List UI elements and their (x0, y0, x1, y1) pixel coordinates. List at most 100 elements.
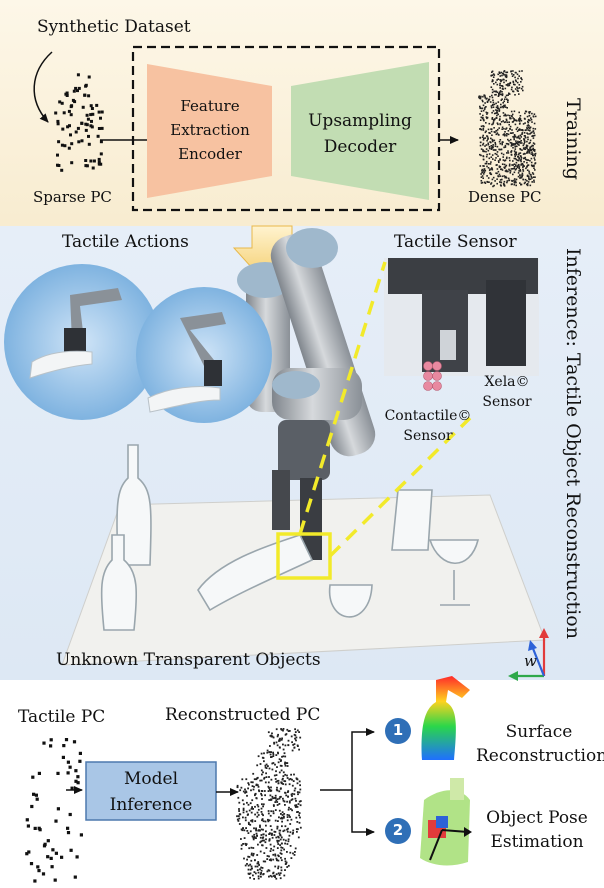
dense-point (485, 130, 487, 132)
reconstructed-point (264, 781, 267, 784)
dense-point (516, 142, 519, 145)
reconstructed-point (249, 830, 252, 833)
dense-point (524, 110, 527, 113)
encoder-label: Feature Extraction Encoder (150, 94, 270, 166)
dense-point (498, 110, 501, 112)
dense-point (516, 86, 518, 88)
reconstructed-point (282, 729, 284, 732)
dense-point (482, 158, 485, 161)
dense-point (517, 163, 520, 166)
dense-point (496, 168, 499, 170)
tactile-point (30, 804, 34, 809)
tactile-point (49, 744, 53, 748)
dense-point (519, 152, 522, 154)
reconstructed-point (279, 877, 282, 880)
dense-point (525, 144, 528, 147)
reconstructed-point (272, 755, 275, 757)
dense-point (487, 167, 490, 169)
reconstructed-point (238, 813, 241, 815)
pose-label-line-1: Object Pose (486, 808, 588, 828)
reconstructed-point (270, 778, 273, 781)
reconstructed-point (288, 806, 290, 809)
dense-point (492, 158, 494, 160)
reconstructed-point (278, 740, 280, 742)
tactile-point (79, 833, 83, 837)
dense-point (521, 132, 524, 134)
dense-point (523, 138, 525, 140)
dense-point (504, 96, 507, 98)
dense-point (479, 144, 482, 147)
dense-point (483, 94, 485, 96)
dense-point (486, 153, 488, 156)
dense-point (521, 149, 523, 151)
reconstructed-point (272, 810, 275, 813)
reconstructed-point (253, 836, 256, 839)
reconstructed-point (272, 797, 274, 800)
reconstructed-point (242, 809, 245, 811)
dense-point (520, 160, 522, 163)
dense-point (531, 177, 533, 179)
reconstructed-point (242, 843, 244, 845)
dense-point (524, 148, 526, 150)
reconstructed-point (288, 778, 291, 781)
dense-point (514, 180, 517, 182)
model-inference-box (85, 761, 217, 821)
reconstructed-point (294, 847, 297, 850)
dense-point (501, 88, 504, 90)
dense-point (521, 85, 524, 88)
reconstructed-point (257, 785, 260, 788)
dense-point (479, 128, 481, 130)
step-2-number: 2 (392, 821, 404, 839)
dense-point (530, 153, 533, 155)
reconstructed-point (282, 838, 285, 841)
sparse-point (54, 111, 58, 115)
dense-point (506, 71, 509, 74)
dense-point (479, 105, 481, 108)
tactile-point (76, 781, 80, 785)
reconstructed-point (295, 816, 298, 819)
reconstructed-point (256, 869, 259, 871)
dense-point (486, 113, 488, 115)
reconstructed-point (279, 872, 282, 875)
reconstructed-point (276, 847, 279, 849)
dense-point (519, 170, 522, 172)
reconstructed-point (257, 808, 260, 811)
tactile-point (74, 769, 78, 773)
reconstructed-point (269, 874, 272, 877)
dense-point (490, 183, 492, 185)
sparse-point (91, 166, 95, 170)
dense-point (511, 86, 513, 89)
reconstructed-point (282, 830, 285, 833)
reconstructed-point (252, 808, 254, 810)
dense-point (479, 113, 481, 115)
reconstructed-point (271, 836, 274, 839)
reconstructed-point (248, 783, 250, 786)
reconstructed-point (284, 869, 286, 871)
dense-point (492, 123, 494, 125)
dense-point (504, 165, 507, 168)
dense-point (515, 80, 517, 83)
dense-point (511, 115, 513, 117)
dense-point (532, 142, 535, 144)
reconstructed-point (243, 857, 245, 860)
dense-point (526, 125, 529, 127)
dense-point (506, 180, 509, 182)
model-label-line-1: Model (123, 769, 179, 789)
reconstructed-point (277, 733, 279, 736)
reconstructed-point (295, 805, 298, 808)
reconstructed-point (250, 867, 253, 870)
reconstructed-point (280, 849, 283, 852)
reconstructed-point (275, 780, 278, 783)
dense-point (493, 127, 495, 129)
dense-point (518, 170, 520, 172)
reconstructed-point (248, 809, 251, 812)
reconstructed-point (270, 735, 273, 738)
dense-point (520, 176, 523, 179)
sparse-point (57, 140, 61, 144)
model-inference-label: Model Inference (86, 766, 216, 818)
dense-point (510, 145, 513, 147)
dense-point (485, 98, 488, 100)
reconstructed-point (249, 823, 252, 826)
reconstructed-point (296, 782, 299, 785)
dense-point (518, 157, 521, 159)
